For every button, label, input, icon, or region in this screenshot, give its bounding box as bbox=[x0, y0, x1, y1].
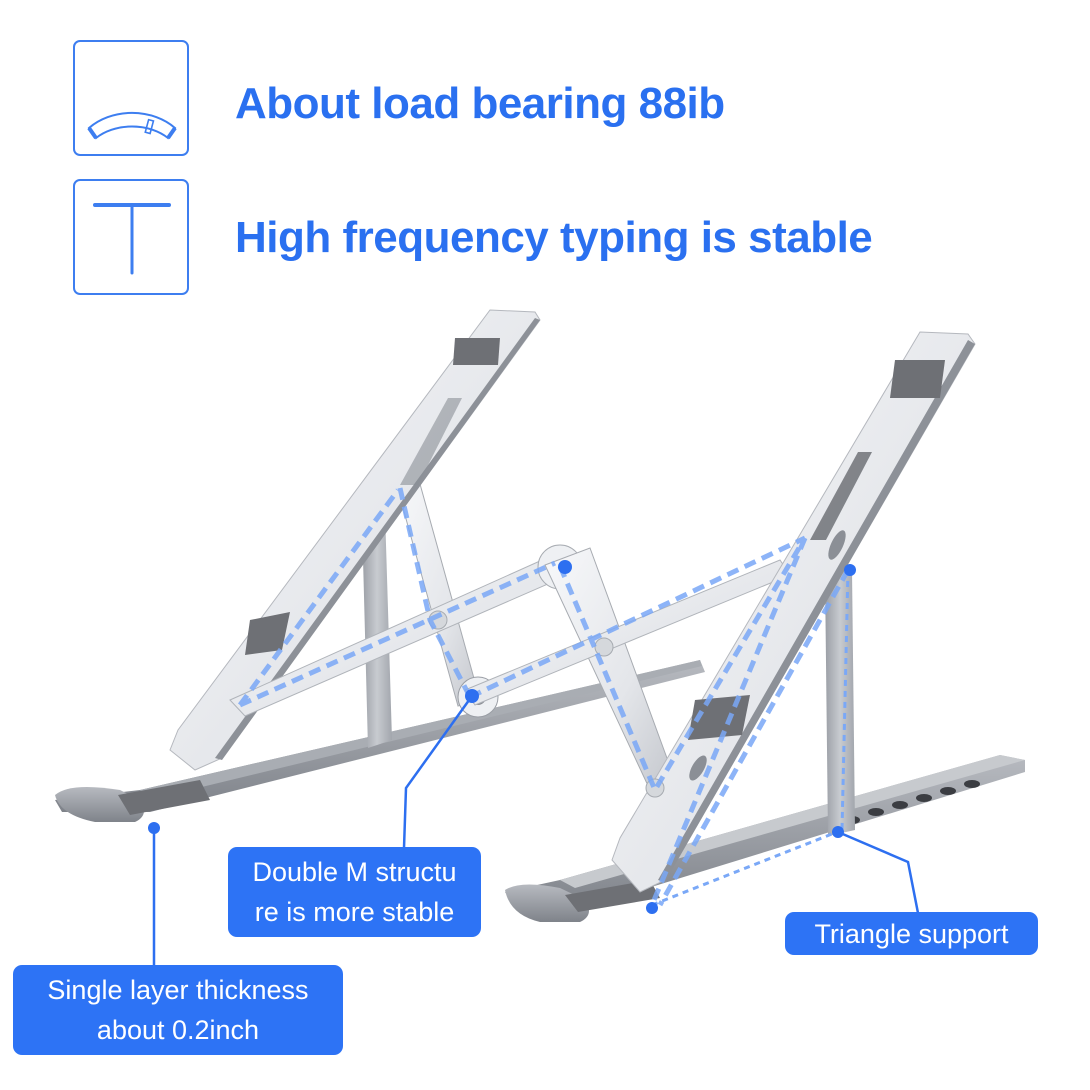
callout-leaders bbox=[152, 695, 920, 966]
load-bearing-icon-box bbox=[73, 40, 189, 156]
typing-stable-heading: High frequency typing is stable bbox=[235, 213, 873, 262]
single-layer-thickness-callout: Single layer thickness about 0.2inch bbox=[13, 965, 343, 1055]
single-layer-callout-line2: about 0.2inch bbox=[96, 1015, 260, 1045]
double-m-callout-line1: Double M structu bbox=[252, 857, 457, 887]
left-stand bbox=[55, 309, 705, 822]
right-stand bbox=[464, 331, 1025, 922]
arc-load-icon bbox=[87, 111, 177, 140]
single-layer-callout-line1: Single layer thickness bbox=[47, 975, 309, 1005]
structure-overlay-lines bbox=[237, 487, 851, 907]
double-m-structure-callout: Double M structu re is more stable bbox=[228, 847, 481, 937]
callout-dots bbox=[148, 560, 856, 914]
typing-stable-icon-box bbox=[73, 179, 189, 295]
triangle-overlay bbox=[651, 569, 850, 907]
triangle-callout-label: Triangle support bbox=[814, 918, 1009, 949]
t-stable-icon bbox=[93, 203, 171, 275]
load-bearing-heading: About load bearing 88ib bbox=[235, 79, 725, 128]
triangle-support-callout: Triangle support bbox=[785, 912, 1038, 955]
double-m-callout-line2: re is more stable bbox=[254, 897, 455, 927]
